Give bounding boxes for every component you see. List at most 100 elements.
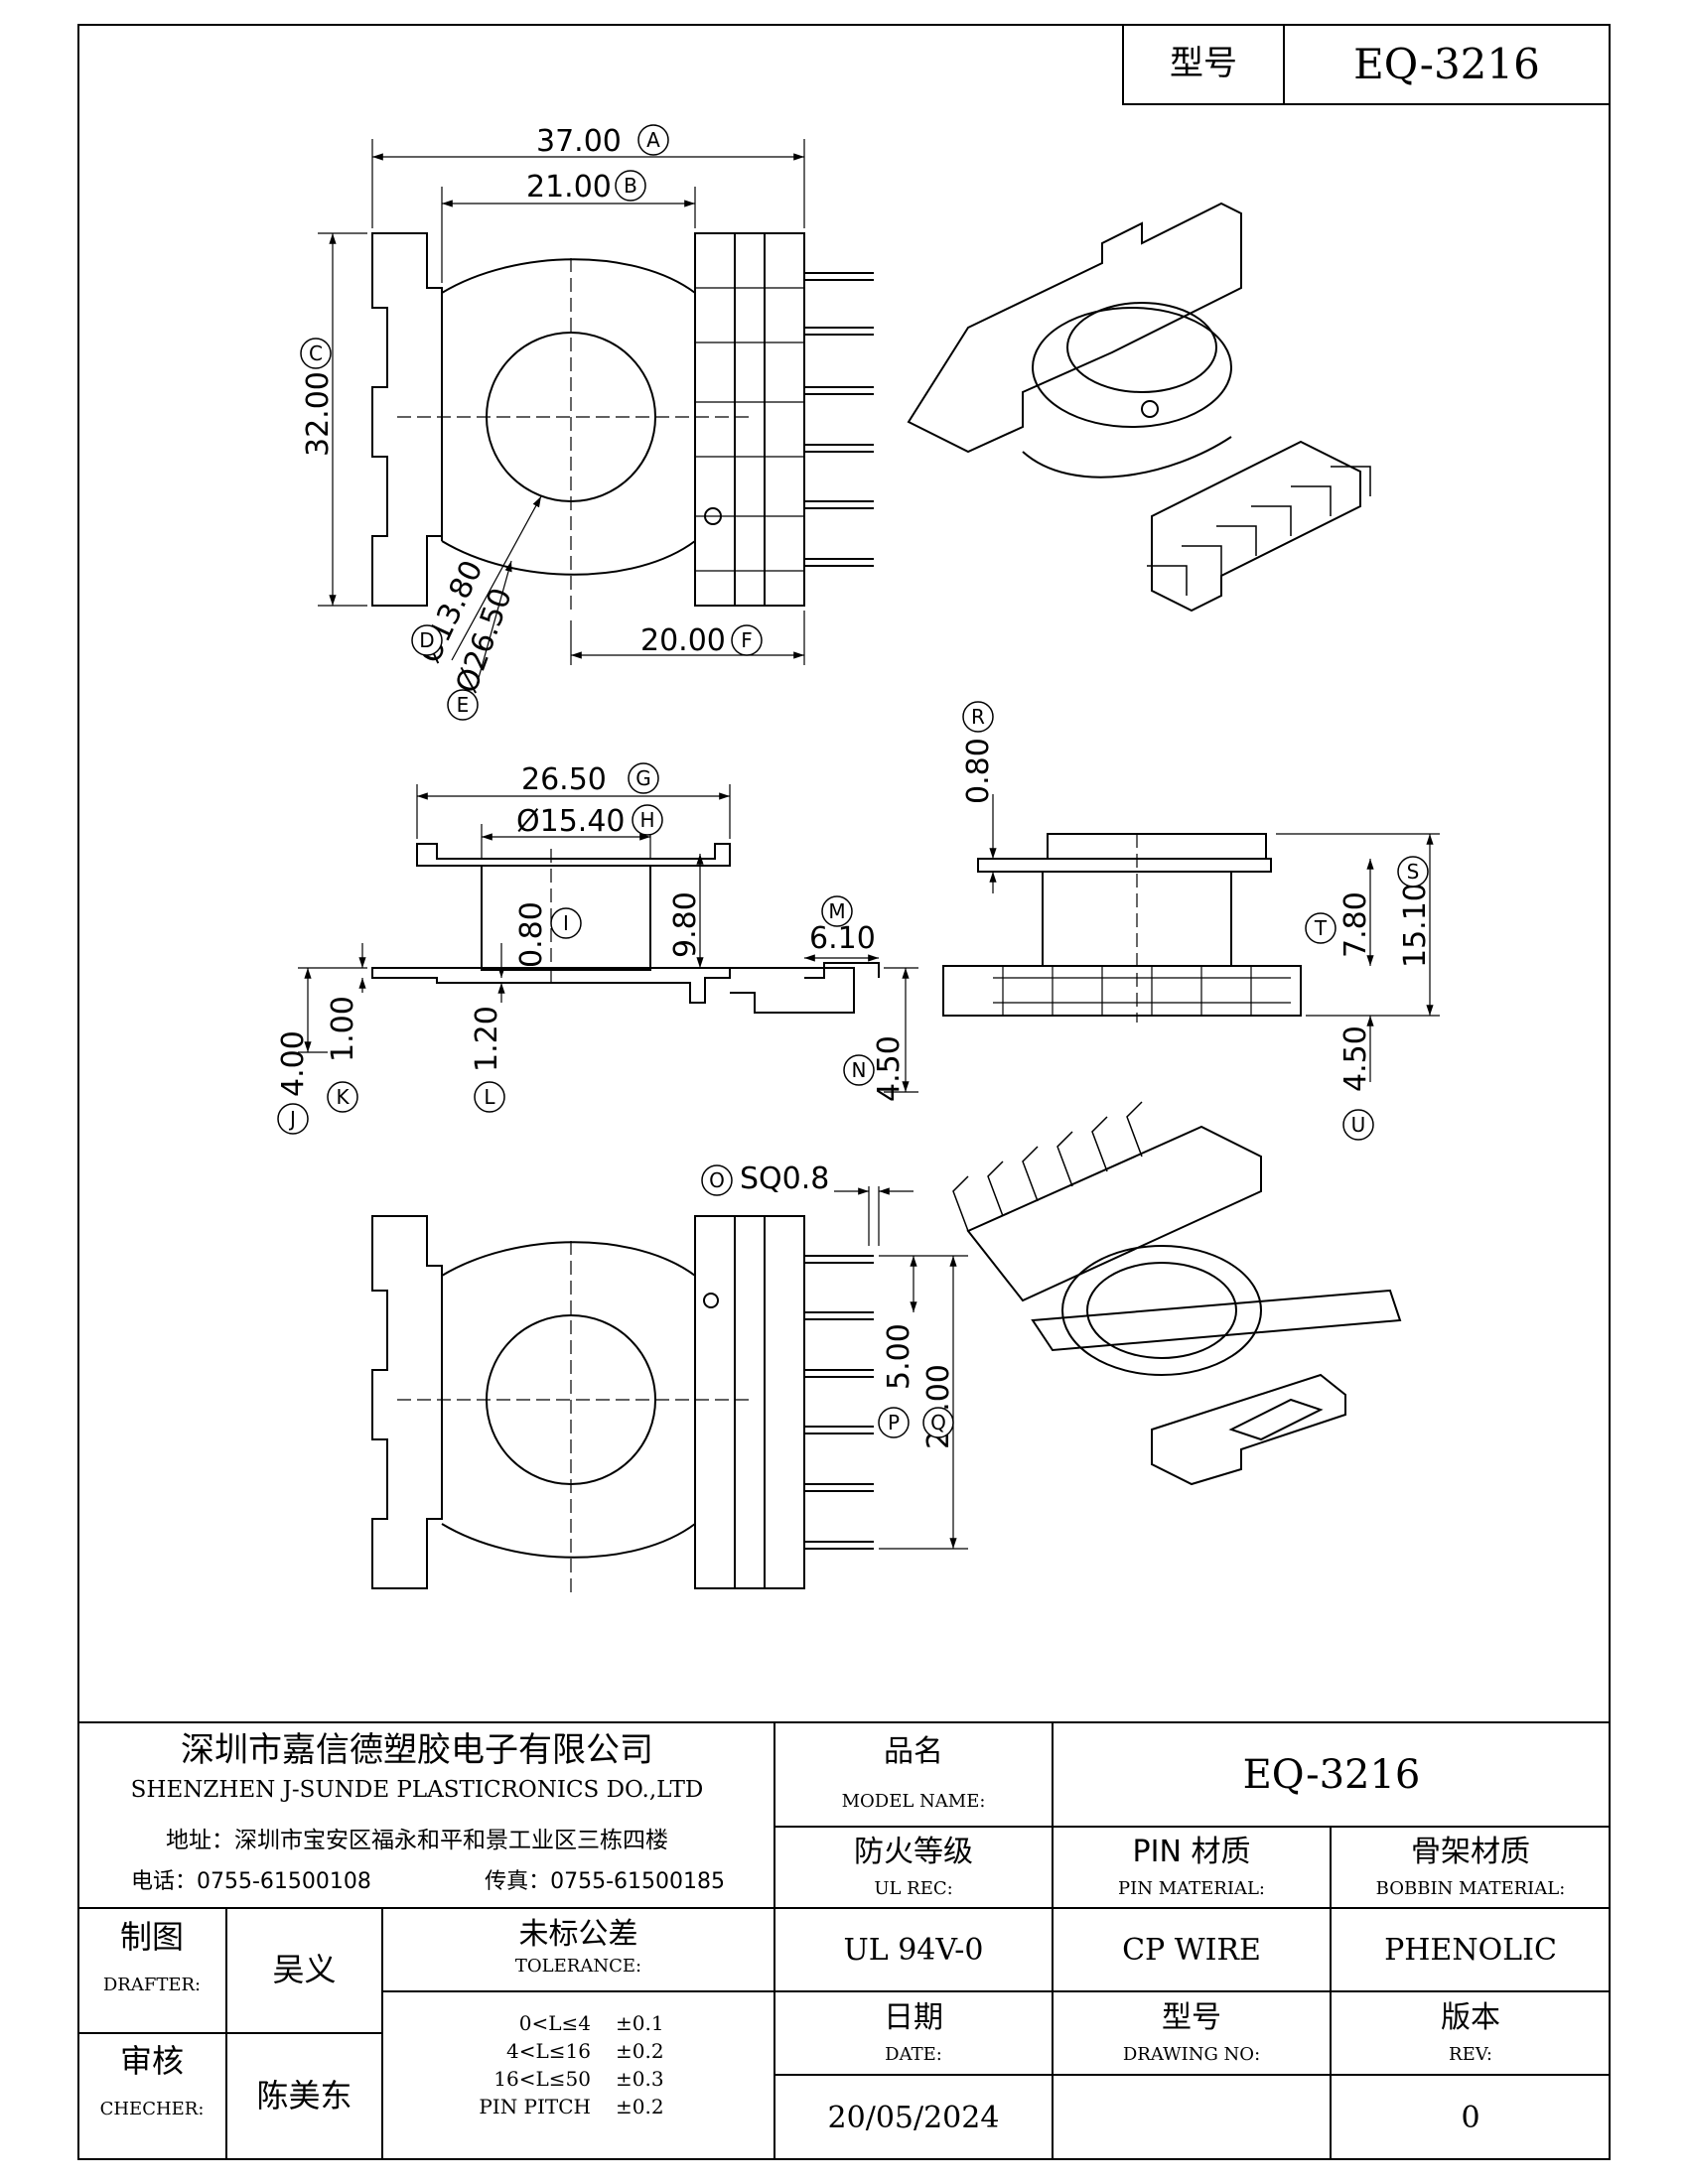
- dim-m-text: 6.10: [809, 921, 876, 956]
- date-value: 20/05/2024: [827, 2100, 1000, 2135]
- bottom-view: [371, 1186, 968, 1598]
- balloon-s-text: S: [1407, 860, 1420, 884]
- tolerance-label-en: TOLERANCE:: [514, 1956, 642, 1978]
- header-model-label: 型号: [1170, 44, 1237, 84]
- balloon-g: G: [628, 762, 659, 794]
- dim-o-text: SQ0.8: [740, 1161, 829, 1196]
- pin-material-label-en: PIN MATERIAL:: [1118, 1878, 1265, 1900]
- technical-drawing: 37.00 21.00 32.00 Ø13.80 Ø26.50 20.00 26…: [276, 124, 1440, 1598]
- balloon-m-text: M: [828, 899, 845, 923]
- balloon-d: D: [411, 624, 443, 656]
- balloon-d-text: D: [419, 628, 434, 652]
- bobbin-material-label-en: BOBBIN MATERIAL:: [1375, 1878, 1566, 1900]
- balloon-p: P: [878, 1407, 910, 1438]
- balloon-b-text: B: [624, 174, 637, 198]
- balloon-c: C: [300, 338, 332, 369]
- tolerance-row: 0<L≤4±0.1: [457, 2009, 715, 2037]
- balloon-p-text: P: [888, 1411, 900, 1434]
- balloon-h: H: [632, 804, 663, 836]
- company-address: 地址：深圳市宝安区福永和平和景工业区三栋四楼: [166, 1828, 668, 1854]
- dim-r-text: 0.80: [961, 738, 996, 804]
- company-name-cn: 深圳市嘉信德塑胶电子有限公司: [181, 1730, 653, 1771]
- tolerance-range: PIN PITCH: [479, 2095, 591, 2118]
- balloon-c-text: C: [309, 341, 323, 365]
- dim-n-text: 4.50: [872, 1035, 907, 1102]
- tolerance-value: ±0.2: [616, 2039, 664, 2063]
- rev-label-cn: 版本: [1441, 1999, 1500, 2035]
- balloon-k-text: K: [336, 1085, 350, 1109]
- tolerance-range: 16<L≤50: [493, 2067, 591, 2091]
- bobbin-material-value: PHENOLIC: [1384, 1932, 1557, 1968]
- balloon-i: I: [550, 907, 582, 939]
- dim-l-text: 1.20: [470, 1006, 504, 1072]
- dim-i-text: 0.80: [514, 901, 549, 968]
- balloon-a: A: [637, 124, 669, 156]
- tolerance-row: PIN PITCH ±0.2: [457, 2093, 715, 2120]
- header-model-value: EQ-3216: [1353, 39, 1540, 88]
- balloon-q: Q: [922, 1407, 954, 1438]
- pin-material-label-cn: PIN 材质: [1132, 1834, 1251, 1869]
- model-name-label-en: MODEL NAME:: [841, 1791, 986, 1813]
- drafter-value: 吴义: [272, 1951, 337, 1989]
- front-view: [298, 784, 918, 1093]
- balloon-o-text: O: [709, 1168, 725, 1192]
- company-fax: 传真：0755-61500185: [485, 1868, 725, 1894]
- rev-label-en: REV:: [1449, 2044, 1492, 2066]
- tolerance-value: ±0.2: [616, 2095, 664, 2118]
- tolerance-value: ±0.3: [616, 2067, 664, 2091]
- drawing-frame: [77, 24, 1611, 2160]
- ul-rec-label-cn: 防火等级: [854, 1834, 973, 1869]
- balloon-a-text: A: [646, 128, 660, 152]
- balloon-l-text: L: [484, 1085, 495, 1109]
- dim-c-text: 32.00: [301, 371, 336, 457]
- balloon-i-text: I: [563, 911, 569, 935]
- checker-label-en: CHECHER:: [99, 2099, 205, 2120]
- balloon-r-text: R: [971, 705, 985, 729]
- dim-98-text: 9.80: [668, 891, 703, 958]
- side-view: [942, 794, 1440, 1082]
- balloon-o: O: [701, 1164, 733, 1196]
- dim-g-text: 26.50: [521, 762, 607, 797]
- dim-h-text: Ø15.40: [516, 804, 626, 839]
- header-model-box: [1122, 24, 1611, 105]
- balloon-m: M: [821, 895, 853, 927]
- balloon-b: B: [615, 170, 646, 202]
- balloon-j-text: J: [288, 1107, 296, 1131]
- tolerance-table: 0<L≤4±0.1 4<L≤16 ±0.2 16<L≤50 ±0.3 PIN PIT…: [457, 2009, 715, 2120]
- balloon-e-text: E: [457, 693, 470, 717]
- dim-p-text: 5.00: [882, 1323, 916, 1390]
- drafter-label-en: DRAFTER:: [102, 1975, 202, 1996]
- tolerance-range: 4<L≤16: [506, 2039, 591, 2063]
- dim-k-text: 1.00: [326, 996, 360, 1062]
- checker-value: 陈美东: [256, 2077, 352, 2116]
- model-name-label-cn: 品名: [884, 1733, 943, 1769]
- dim-s-text: 15.10: [1398, 883, 1433, 968]
- drawing-no-value: [1055, 2077, 1329, 2158]
- balloon-l: L: [474, 1081, 505, 1113]
- date-label-en: DATE:: [885, 2044, 942, 2066]
- balloon-e: E: [447, 689, 479, 721]
- pin-material-value: CP WIRE: [1122, 1932, 1261, 1968]
- dim-a-text: 37.00: [536, 124, 622, 159]
- balloon-t-text: T: [1314, 916, 1328, 940]
- balloon-n-text: N: [852, 1058, 867, 1082]
- balloon-g-text: G: [635, 766, 651, 790]
- drawing-no-label-cn: 型号: [1162, 1999, 1221, 2035]
- tolerance-label-cn: 未标公差: [518, 1916, 638, 1952]
- balloon-n: N: [843, 1054, 875, 1086]
- bobbin-material-label-cn: 骨架材质: [1411, 1834, 1530, 1869]
- balloon-f: F: [731, 624, 763, 656]
- balloon-k: K: [327, 1081, 358, 1113]
- dim-t-text: 7.80: [1338, 891, 1373, 958]
- company-name-en: SHENZHEN J-SUNDE PLASTICRONICS DO.,LTD: [130, 1777, 704, 1804]
- tolerance-range: 0<L≤4: [518, 2011, 591, 2035]
- iso-view-bottom: [952, 1101, 1402, 1486]
- drafter-label-cn: 制图: [119, 1918, 184, 1957]
- balloon-q-text: Q: [930, 1411, 946, 1434]
- balloon-t: T: [1305, 912, 1336, 944]
- top-view: [318, 139, 874, 686]
- balloon-u: U: [1342, 1109, 1374, 1141]
- checker-label-cn: 审核: [119, 2042, 184, 2081]
- balloon-s: S: [1397, 856, 1429, 887]
- ul-rec-label-en: UL REC:: [874, 1878, 953, 1900]
